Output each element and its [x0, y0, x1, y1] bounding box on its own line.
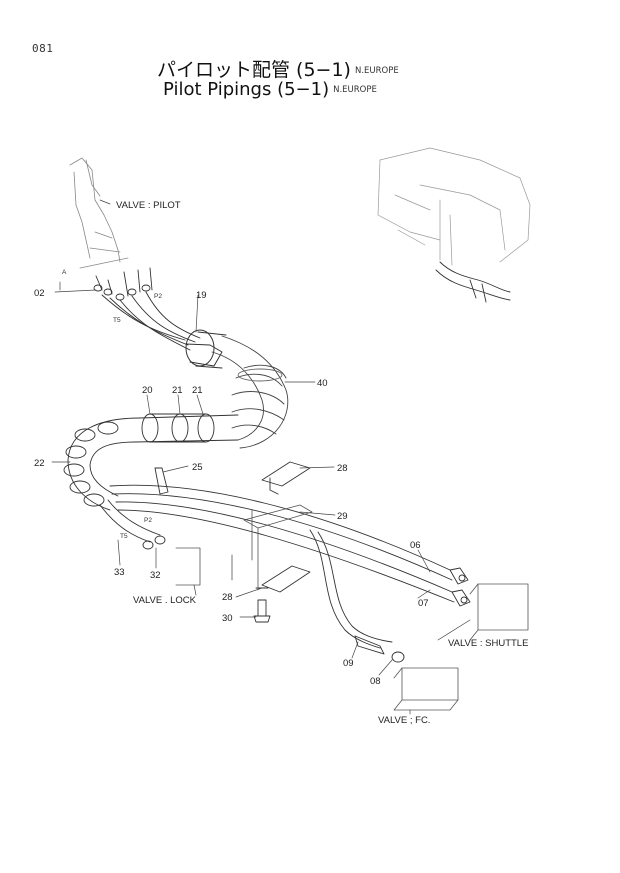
callout-number: 08 — [370, 676, 381, 687]
spiral-bundle-22 — [63, 417, 141, 511]
callout-number: 30 — [222, 613, 233, 624]
hoses-32-33 — [99, 499, 166, 550]
callout-number: 20 — [142, 385, 153, 396]
callout-number: 02 — [34, 288, 45, 299]
bolt-30 — [253, 599, 271, 623]
fc-valve-drawing — [393, 667, 459, 711]
callout-number: 28 — [337, 463, 348, 474]
callout-number: 09 — [343, 658, 354, 669]
label-valve-fc: VALVE ; FC. — [378, 715, 430, 726]
label-valve-pilot: VALVE : PILOT — [116, 200, 181, 211]
boot-19 — [185, 329, 227, 369]
clamp-28-lower — [255, 565, 311, 593]
callout-number: 32 — [150, 570, 161, 581]
lock-valve-drawing — [175, 547, 233, 586]
bundle-clamps-20-21 — [134, 413, 239, 443]
inset-hoses — [435, 261, 511, 303]
callout-number: 40 — [317, 378, 328, 389]
callout-number: 25 — [192, 462, 203, 473]
pilot-valve-fittings — [93, 267, 153, 301]
hose-tag: P2 — [144, 517, 152, 524]
shuttle-valve-drawing — [469, 583, 529, 641]
region-label-en: N.EUROPE — [333, 85, 377, 95]
bracket-29 — [243, 504, 313, 591]
callout-number: 22 — [34, 458, 45, 469]
hose-tag: T5 — [120, 533, 128, 540]
callout-number: 07 — [418, 598, 429, 609]
hoses-06-07 — [109, 484, 471, 607]
view-marker-a: A — [62, 269, 67, 276]
page-number: 081 — [32, 42, 54, 55]
cab-inset-drawing — [377, 147, 531, 266]
pilot-hose-bundle — [101, 291, 201, 351]
hose-tag: P2 — [154, 293, 162, 300]
clamp-28-upper — [261, 461, 311, 495]
corrugated-tube-40 — [211, 335, 289, 449]
hose-tag: T5 — [113, 317, 121, 324]
callout-number: 21 — [192, 385, 203, 396]
title-japanese: パイロット配管 (5−1)N.EUROPE — [157, 55, 399, 82]
hoses-08-09 — [309, 529, 405, 663]
callout-number: 33 — [114, 567, 125, 578]
title-english: Pilot Pipings (5−1)N.EUROPE — [163, 79, 377, 100]
band-25 — [154, 467, 169, 495]
label-valve-lock: VALVE . LOCK — [133, 595, 197, 606]
title-japanese-text: パイロット配管 (5−1) — [157, 59, 351, 81]
callout-number: 28 — [222, 592, 233, 603]
title-english-text: Pilot Pipings (5−1) — [163, 79, 330, 100]
pilot-valve-drawing — [69, 157, 129, 269]
callout-number: 29 — [337, 511, 348, 522]
label-valve-shuttle: VALVE : SHUTTLE — [448, 638, 528, 649]
region-label-jp: N.EUROPE — [354, 66, 399, 76]
callout-number: 19 — [196, 290, 207, 301]
callout-number: 06 — [410, 540, 421, 551]
leader-lines — [51, 199, 471, 715]
callout-number: 21 — [172, 385, 183, 396]
